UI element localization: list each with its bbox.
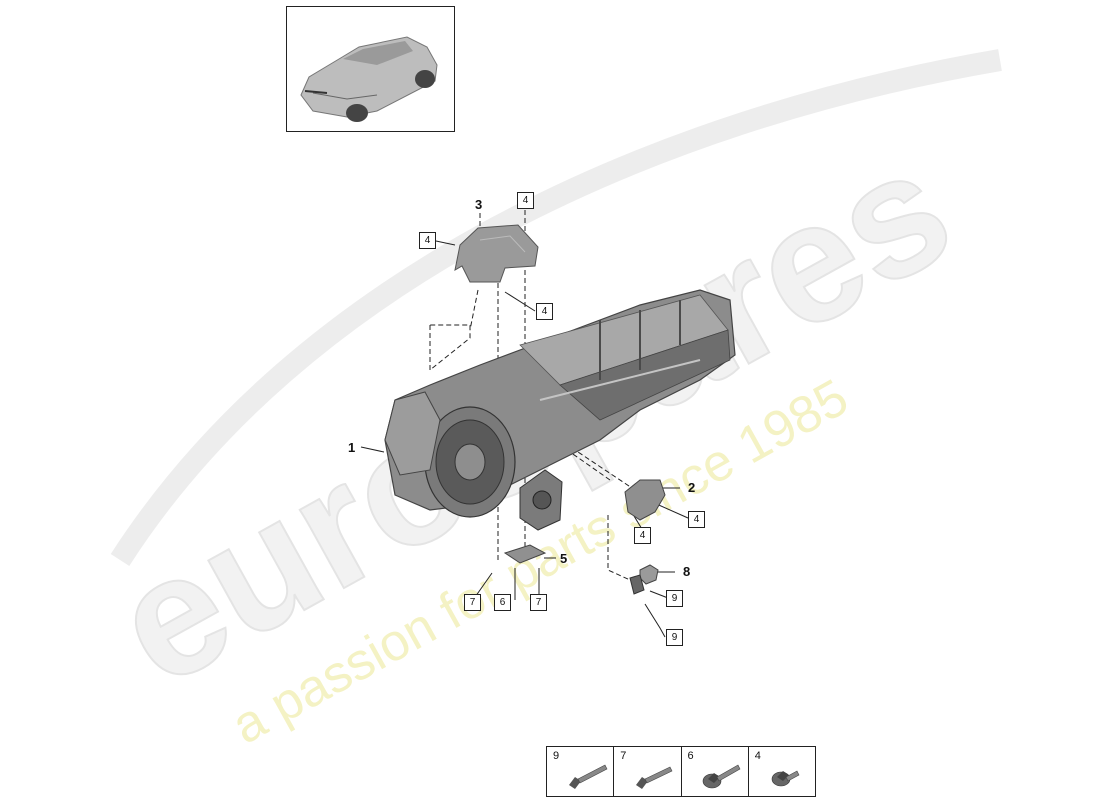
bolt-icon	[569, 764, 608, 789]
callout-box-4: 4	[688, 511, 705, 528]
callout-5: 5	[560, 551, 568, 566]
callout-2: 2	[688, 480, 696, 495]
legend-number: 7	[620, 750, 627, 762]
legend-number: 9	[553, 750, 560, 762]
heat-shield	[454, 224, 539, 283]
callout-box-9: 9	[666, 629, 683, 646]
legend-item: 7	[614, 747, 682, 796]
transmission-assembly	[384, 289, 736, 531]
callout-8: 8	[683, 564, 691, 579]
callout-box-4: 4	[634, 527, 651, 544]
legend-number: 6	[687, 750, 694, 762]
callout-box-9: 9	[666, 590, 683, 607]
bracket	[624, 479, 666, 521]
callout-1: 1	[348, 440, 356, 455]
vehicle-thumbnail	[286, 6, 455, 132]
legend-number: 4	[754, 750, 761, 762]
bolt-icon	[636, 766, 673, 789]
legend-item: 4	[749, 747, 815, 796]
flange-bolt-icon	[702, 764, 740, 789]
retainer	[629, 574, 645, 595]
legend-item: 6	[682, 747, 749, 796]
plate	[503, 544, 547, 564]
callout-box-4: 4	[419, 232, 436, 249]
flange-bolt-icon	[771, 770, 800, 787]
legend-item: 9	[547, 747, 615, 796]
car-icon	[300, 36, 438, 122]
callout-box-7: 7	[530, 594, 547, 611]
clip	[639, 564, 659, 585]
callout-box-6: 6	[494, 594, 511, 611]
callout-box-7: 7	[464, 594, 481, 611]
callout-box-4: 4	[536, 303, 553, 320]
callout-box-4: 4	[517, 192, 534, 209]
callout-3: 3	[475, 197, 483, 212]
fastener-legend: 9 7 6 4	[546, 746, 816, 797]
